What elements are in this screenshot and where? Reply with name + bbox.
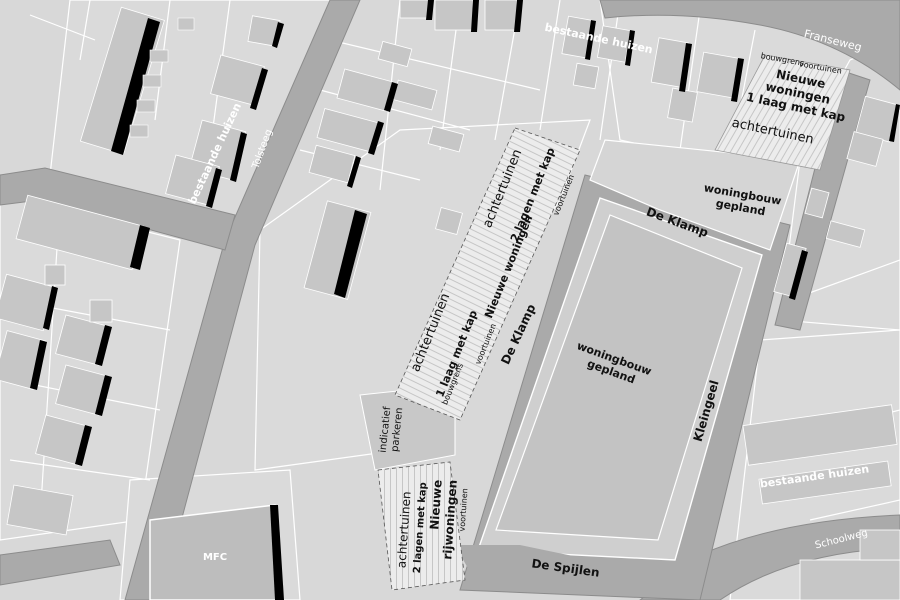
plan-strip-northeast — [714, 54, 851, 171]
road-left-horizontal — [0, 167, 236, 251]
sw-achtertuinen: achtertuinen — [394, 491, 413, 569]
building-shadows — [30, 0, 900, 466]
plan-strip-southwest — [377, 461, 466, 591]
sw-rijwoningen: rijwoningen — [440, 479, 460, 560]
garages — [129, 17, 195, 138]
road-franseweg — [599, 0, 900, 91]
label-parkeren: parkeren — [390, 407, 406, 452]
road-bottom-left — [0, 539, 121, 586]
sw-nieuwe: Nieuwe — [427, 479, 444, 530]
plan-strip-central — [394, 127, 581, 421]
label-mfc: MFC — [203, 552, 227, 563]
mfc-building — [149, 504, 284, 600]
label-indicatief: indicatief — [378, 406, 394, 454]
de-klamp-ring — [455, 174, 791, 600]
sw-voortuinen: voortuinen — [458, 488, 470, 532]
